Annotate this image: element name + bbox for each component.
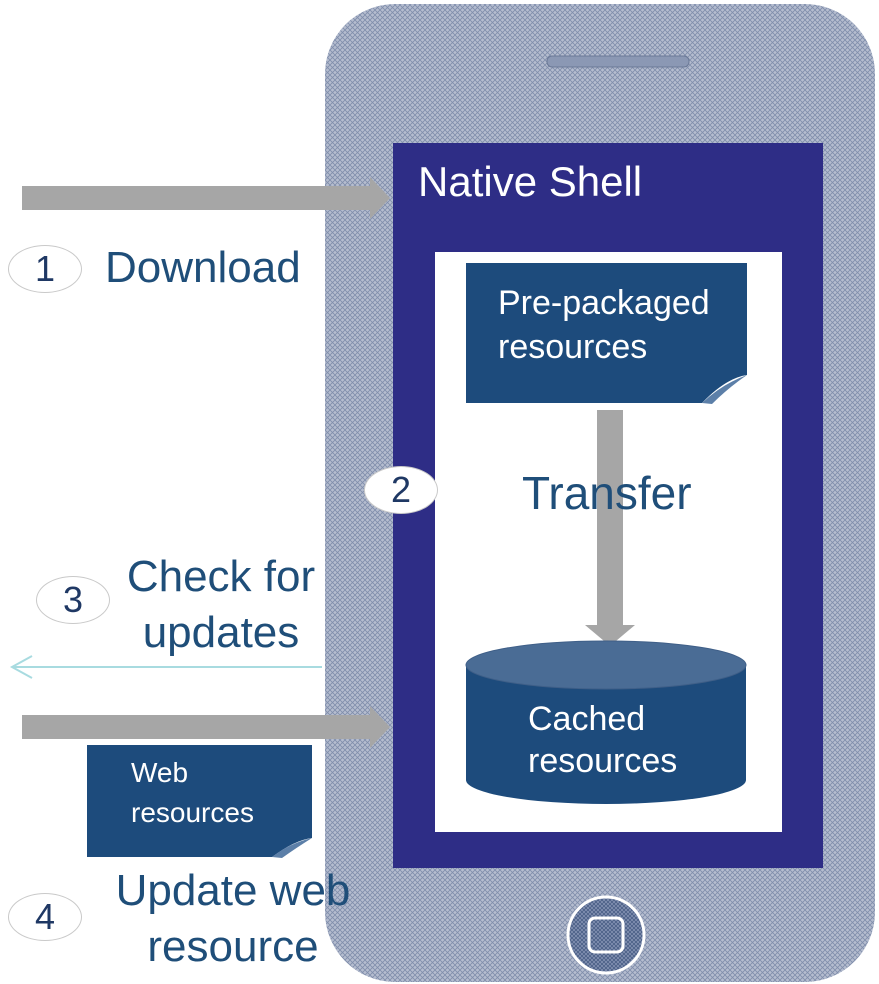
step-3-label-line1: Check for (126, 552, 316, 601)
prepackaged-label-line1: Pre-packaged (498, 284, 710, 322)
web-resources-document (87, 745, 312, 857)
check-updates-arrow-head (9, 655, 33, 679)
transfer-label: Transfer (522, 467, 692, 519)
step-3-badge: 3 (36, 576, 110, 624)
prepackaged-label-line2: resources (498, 328, 648, 366)
cached-label-line2: resources (528, 742, 678, 780)
step-2-badge: 2 (364, 466, 438, 514)
cached-label-line1: Cached (528, 700, 646, 738)
prepackaged-resources-document (466, 263, 747, 403)
download-arrow-head (370, 177, 390, 219)
transfer-arrow-shaft (597, 410, 623, 625)
update-arrow-head (370, 706, 390, 748)
web-resources-label-line1: Web (131, 757, 189, 788)
home-button-square (587, 916, 625, 954)
step-4-badge: 4 (8, 893, 82, 941)
step-1-badge: 1 (8, 245, 82, 293)
web-resources-document-fold (272, 838, 312, 858)
update-arrow-shaft (22, 715, 370, 739)
home-button-icon[interactable] (566, 895, 646, 975)
step-4-label-line2: resource (147, 922, 319, 971)
download-arrow-shaft (22, 186, 370, 210)
step-1-label: Download (105, 243, 301, 292)
web-resources-label-line2: resources (131, 797, 254, 828)
transfer-arrow-head (585, 625, 635, 646)
step-4-label-line1: Update web (115, 866, 351, 915)
native-shell-title: Native Shell (418, 158, 643, 205)
cached-resources-cylinder (466, 665, 746, 804)
prepackaged-document-fold (702, 375, 747, 404)
cached-resources-cylinder-top (465, 640, 747, 690)
step-3-label-line2: updates (142, 608, 300, 657)
speaker-slot-icon (546, 55, 690, 68)
